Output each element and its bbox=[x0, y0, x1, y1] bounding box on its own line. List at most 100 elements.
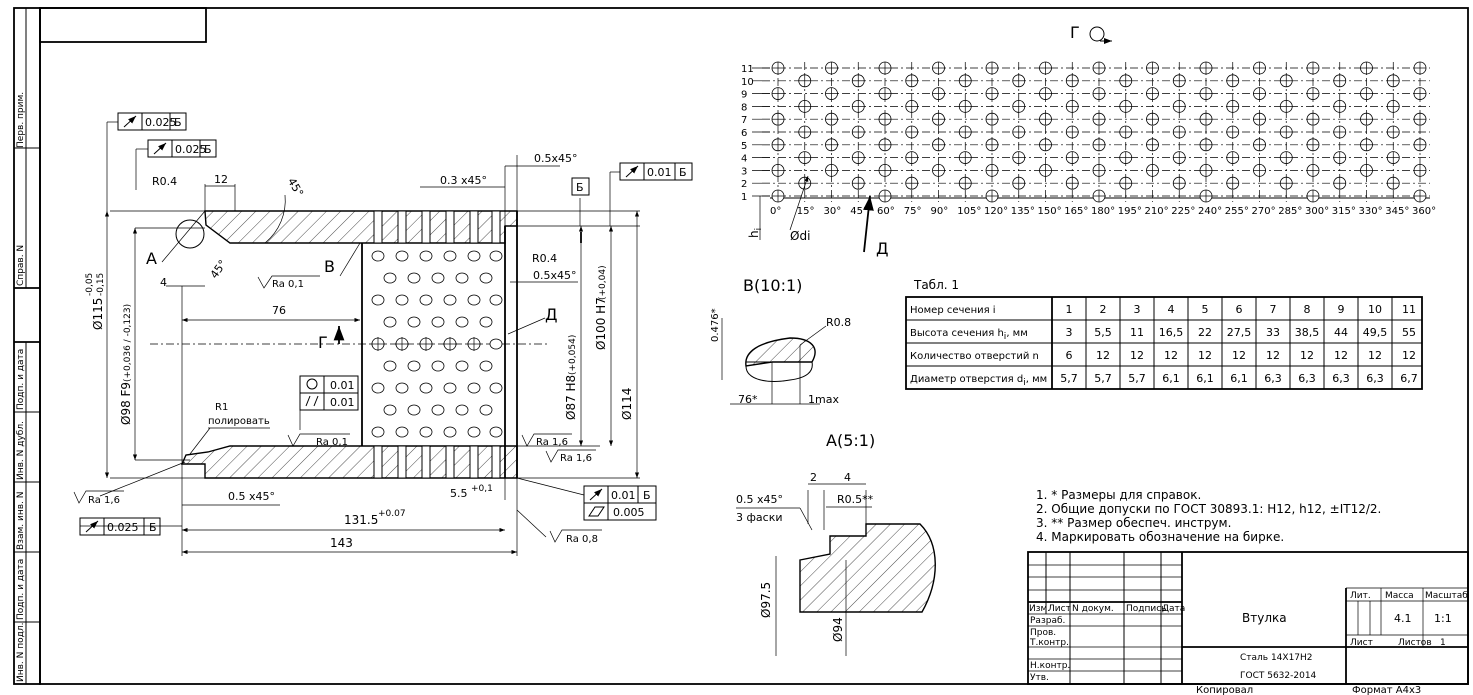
side-label-inv-dubl: Инв. N дубл. bbox=[16, 421, 26, 480]
dim-angle-45-top: 45° bbox=[285, 176, 306, 199]
tb-col-date: Дата bbox=[1162, 604, 1185, 614]
bore-hole bbox=[479, 404, 493, 416]
note-4: 4. Маркировать обозначение на бирке. bbox=[1036, 530, 1284, 544]
table-cell: 1 bbox=[1066, 303, 1073, 316]
table-cell: 12 bbox=[1334, 349, 1348, 362]
fcf-1-value: 0.025 bbox=[145, 116, 177, 129]
tb-sheet-label: Лист bbox=[1350, 638, 1373, 648]
bore-hole bbox=[371, 426, 385, 438]
table-cell: 44 bbox=[1334, 326, 1348, 339]
table-cell: 16,5 bbox=[1159, 326, 1184, 339]
dim-dia98: Ø98 F9 bbox=[119, 382, 133, 425]
flatness-bottom-value: 0.005 bbox=[613, 506, 645, 519]
table-header-height: Высота сечения hi, мм bbox=[910, 328, 1028, 342]
hole-angle-label: 30° bbox=[824, 206, 842, 217]
table-cell: 5,7 bbox=[1128, 372, 1146, 385]
cylindricity-value: 0.01 bbox=[330, 396, 355, 409]
tb-row-razrab: Разраб. bbox=[1030, 616, 1065, 626]
detail-b-1max: 1max bbox=[808, 393, 839, 406]
dim-chamfer-top: 0.3 x45° bbox=[440, 174, 487, 187]
table-cell: 6,3 bbox=[1332, 372, 1350, 385]
detail-b-r08: R0.8 bbox=[826, 316, 851, 329]
detail-a-chamfer: 0.5 x45° bbox=[736, 493, 783, 506]
detail-b-0476: 0.476* bbox=[710, 308, 721, 342]
bore-hole bbox=[419, 250, 433, 262]
bore-hole bbox=[395, 250, 409, 262]
table-cell: 9 bbox=[1338, 303, 1345, 316]
section-table: Табл. 1 1365,725,5125,7311125,7416,5126,… bbox=[905, 278, 1423, 390]
bore-hole bbox=[395, 426, 409, 438]
bore-hole bbox=[455, 272, 469, 284]
bore-hole bbox=[407, 316, 421, 328]
bore-hole bbox=[419, 382, 433, 394]
tb-col-sign: Подпись bbox=[1126, 604, 1166, 614]
table-cell: 12 bbox=[1232, 349, 1246, 362]
dim-dia100-tol: (+0,04) bbox=[598, 265, 608, 300]
hole-row-label: 9 bbox=[741, 90, 747, 101]
tb-row-utv: Утв. bbox=[1030, 673, 1049, 683]
bore-hole bbox=[479, 360, 493, 372]
table-cell: 6,1 bbox=[1162, 372, 1180, 385]
table-header-diameter: Диаметр отверстия di, мм bbox=[910, 374, 1047, 388]
bore-hole bbox=[431, 360, 445, 372]
hole-row-label: 5 bbox=[741, 141, 747, 152]
bore-hole bbox=[407, 404, 421, 416]
detail-a-2: 2 bbox=[810, 471, 817, 484]
dim-dia114: Ø114 bbox=[620, 388, 634, 420]
dim-dia115: Ø115 bbox=[91, 298, 105, 330]
table-cell: 5,7 bbox=[1060, 372, 1078, 385]
tb-sheets: 1 bbox=[1440, 638, 1446, 648]
bore-hole bbox=[419, 426, 433, 438]
table-cell: 12 bbox=[1402, 349, 1416, 362]
bore-hole bbox=[407, 272, 421, 284]
bore-hole bbox=[479, 272, 493, 284]
hole-angle-label: 255° bbox=[1225, 206, 1249, 217]
tb-mass: 4.1 bbox=[1394, 612, 1412, 625]
tb-mass-label: Масса bbox=[1385, 591, 1414, 601]
dim-dia87: Ø87 H8 bbox=[564, 375, 578, 420]
table-cell: 49,5 bbox=[1363, 326, 1388, 339]
table-cell: 12 bbox=[1368, 349, 1382, 362]
table-cell: 10 bbox=[1368, 303, 1382, 316]
hole-angle-label: 240° bbox=[1198, 206, 1222, 217]
dim-r1: R1 bbox=[215, 402, 228, 413]
tb-format: Формат A4x3 bbox=[1352, 685, 1421, 695]
label-g: Г bbox=[318, 333, 328, 352]
hole-angle-label: 270° bbox=[1252, 206, 1276, 217]
table-cell: 33 bbox=[1266, 326, 1280, 339]
label-a: A bbox=[146, 249, 157, 268]
hole-angle-label: 75° bbox=[904, 206, 922, 217]
hole-angle-label: 315° bbox=[1332, 206, 1356, 217]
bore-hole bbox=[371, 294, 385, 306]
fcf-left bbox=[79, 517, 161, 536]
hole-row-label: 6 bbox=[741, 128, 747, 139]
fcf-1 bbox=[117, 112, 187, 131]
detail-a-4: 4 bbox=[844, 471, 851, 484]
fcf-2 bbox=[147, 139, 217, 158]
hole-angle-label: 105° bbox=[957, 206, 981, 217]
bore-hole bbox=[383, 272, 397, 284]
table-cell: 12 bbox=[1130, 349, 1144, 362]
table-cell: 6 bbox=[1066, 349, 1073, 362]
table-cell: 5,5 bbox=[1094, 326, 1112, 339]
table-cell: 6,1 bbox=[1196, 372, 1214, 385]
fcf-bottom-value: 0.01 bbox=[611, 489, 636, 502]
hole-row-label: 2 bbox=[741, 179, 747, 190]
table-cell: 12 bbox=[1198, 349, 1212, 362]
detail-a-r05: R0.5** bbox=[837, 493, 874, 506]
tb-col-doc: N докум. bbox=[1072, 604, 1114, 614]
table-cell: 8 bbox=[1304, 303, 1311, 316]
main-view-labels: 0.025 Б 0.025 Б 0.01 Б Б 0.01 Б 0.005 0.… bbox=[73, 112, 693, 550]
bore-hole bbox=[443, 426, 457, 438]
tb-row-prov: Пров. bbox=[1030, 628, 1056, 638]
table-header-count: Количество отверстий n bbox=[910, 351, 1039, 362]
hole-angle-label: 165° bbox=[1064, 206, 1088, 217]
side-label-perv: Перв. прим. bbox=[16, 92, 26, 148]
side-labels: Перв. прим. Справ. N Подп. и дата Инв. N… bbox=[16, 92, 26, 682]
side-label-podp1: Подп. и дата bbox=[16, 349, 26, 410]
label-d: Д bbox=[545, 305, 558, 324]
table-header-index: Номер сечения i bbox=[910, 305, 996, 316]
dim-dia100: Ø100 H7 bbox=[594, 297, 608, 350]
bore-hole bbox=[479, 316, 493, 328]
